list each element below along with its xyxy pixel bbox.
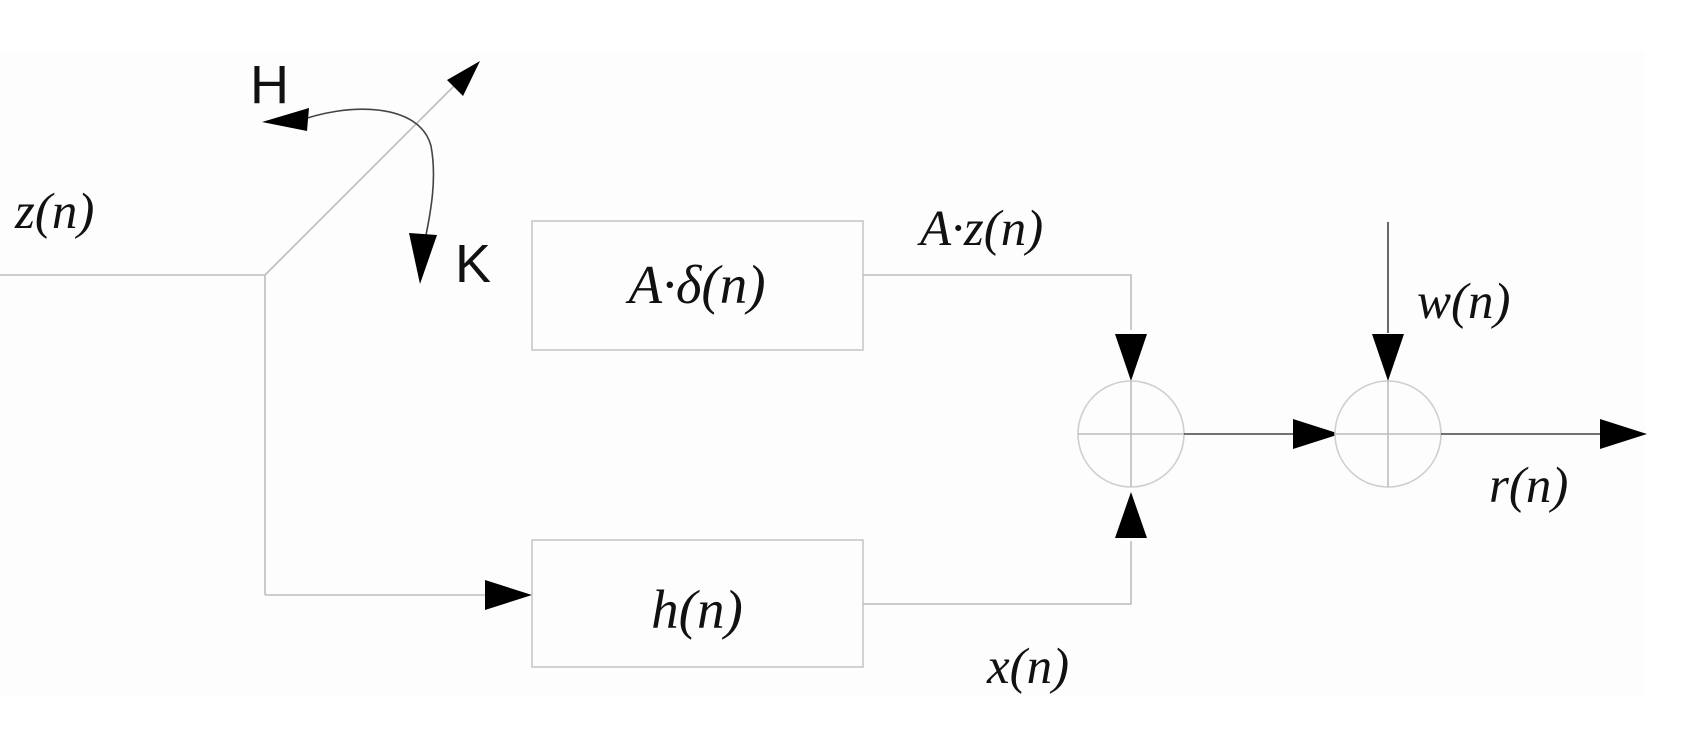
sum-connector-arrow — [1293, 419, 1340, 449]
lower-output-label: x(n) — [986, 639, 1069, 695]
switch-label-k: K — [455, 234, 491, 294]
lower-output-wire — [863, 541, 1132, 605]
switch-arrow-h — [262, 108, 309, 131]
output-arrow — [1600, 419, 1647, 449]
upper-output-arrow — [1115, 334, 1147, 381]
switch-curve — [292, 108, 435, 241]
lower-block-label: h(n) — [651, 579, 743, 640]
upper-block — [531, 220, 864, 351]
noise-label: w(n) — [1417, 274, 1510, 330]
upper-block-label: A·δ(n) — [624, 254, 765, 315]
switch-arrow-k — [409, 233, 437, 284]
input-label: z(n) — [14, 184, 94, 240]
lower-block — [531, 539, 864, 668]
switch-arm — [264, 75, 465, 276]
lower-input-arrow — [485, 580, 532, 610]
upper-output-wire — [863, 274, 1132, 330]
noise-arrow — [1372, 334, 1404, 381]
output-label: r(n) — [1489, 458, 1568, 514]
lower-output-arrow — [1115, 492, 1147, 538]
switch-direction-arrow — [447, 61, 480, 96]
switch-label-h: H — [250, 55, 289, 115]
upper-output-label: A·z(n) — [917, 201, 1043, 257]
